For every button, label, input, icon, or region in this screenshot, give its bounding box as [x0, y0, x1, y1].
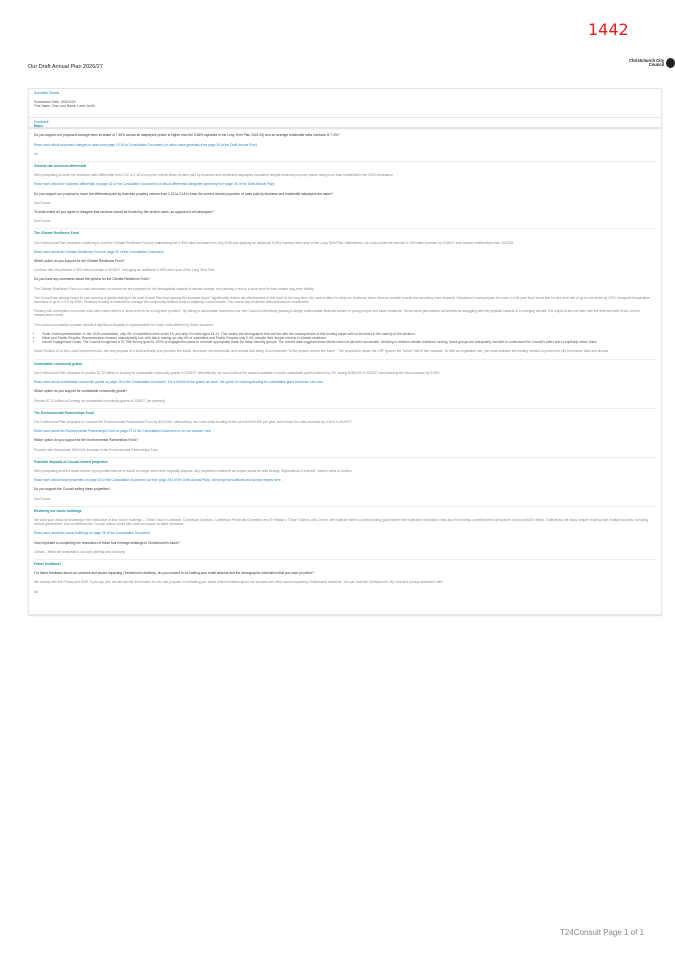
answer-text: Don't know [34, 200, 51, 205]
answer-text: Critical – these are essential to our ci… [34, 549, 125, 554]
answer-text: The current consultation process reveals… [34, 322, 214, 327]
answer-text: Don't know [34, 219, 51, 224]
answer-text: We're proposing to sell a small number o… [34, 468, 353, 473]
question-text: To what extent do you agree or disagree … [34, 210, 214, 215]
answer-text: Provide $7.12 million of funding for con… [34, 398, 166, 403]
bullet-item: Unmet Engagement Goals: The Council reco… [42, 340, 656, 344]
bullet-item: Youth Underrepresentation: In the 2025 c… [42, 332, 656, 336]
read-more-link[interactable]: Read more about proposed changes in rate… [34, 142, 257, 147]
submitter-details-panel: Submitter Details Submission Date: 2/06/… [28, 88, 662, 128]
logo-mark-icon [666, 58, 675, 68]
answer-text: Proceed with the planned $200,000 increa… [34, 447, 159, 452]
section-heading: Restoring our iconic buildings [34, 508, 82, 513]
section-heading: Potential disposal of Council-owned prop… [34, 459, 108, 464]
council-logo: Christchurch City Council [618, 58, 675, 68]
page-footer: T24Consult Page 1 of 1 [560, 928, 645, 937]
answer-text: We're proposing to lower the business ra… [34, 173, 394, 178]
answer-text: We comply with the Privacy Act 2020. If … [34, 580, 444, 585]
answer-text: Don't know [34, 496, 51, 501]
read-more-link[interactable]: Read more about contestable community gr… [34, 380, 324, 385]
answer-text: Our Draft Annual Plan proposes to provid… [34, 370, 441, 375]
submission-date: Submission Date: 2/06/2026 [34, 100, 76, 105]
question-text: Do you have any comments about the optio… [34, 277, 150, 282]
submitter-name: First Name: Tess Last Name: Lowe-Smith [34, 104, 95, 109]
question-text: Which option do you support for contesta… [34, 389, 128, 394]
page-title: Our Draft Annual Plan 2026/27 [28, 64, 103, 70]
read-more-link[interactable]: Read more about the Climate Resilience F… [34, 249, 164, 254]
question-text: Do you support our proposed average rate… [34, 133, 340, 138]
answer-text: Our Draft Annual Plan proposes continuin… [34, 240, 515, 245]
section-heading: Rates [34, 124, 43, 129]
answer-text: The Climate Resilience Fund is a vital m… [34, 286, 315, 291]
answer-text: Continue with the planned 0.25% rates in… [34, 268, 215, 273]
feedback-panel: Feedback Rates Do you support our propose… [28, 117, 662, 615]
section-heading: The Environmental Partnerships Fund [34, 410, 94, 415]
question-text: For future feedback about our services a… [34, 571, 314, 576]
question-text: How important is completing the restorat… [34, 540, 180, 545]
question-text: Do you support our proposal to lower the… [34, 191, 333, 196]
read-more-link[interactable]: Read more about these properties on page… [34, 478, 282, 483]
read-more-link[interactable]: Read more about the Environmental Partne… [34, 429, 212, 434]
read-more-link[interactable]: Read more about the business differentia… [34, 182, 275, 187]
bullet-list: Youth Underrepresentation: In the 2025 c… [34, 332, 656, 345]
question-text: Which option do you support for the Clim… [34, 259, 125, 264]
submitter-heading: Submitter Details [34, 91, 60, 95]
feedback-section: Future feedback? For future feedback abou… [34, 558, 656, 594]
feedback-sections: Rates Do you support our proposed average… [34, 124, 656, 594]
section-heading: Contestable community grants [34, 361, 83, 366]
answer-text: Under Section 10 of the Local Government… [34, 349, 610, 354]
section-heading: Future feedback? [34, 561, 62, 566]
feedback-heading: Feedback [34, 120, 49, 124]
answer-text: Pausing this contribution to provide sho… [34, 309, 640, 318]
document-number-stamp: 1442 [588, 20, 629, 39]
section-heading: General rate business differential [34, 164, 87, 169]
read-more-link[interactable]: Read more about the iconic buildings on … [34, 531, 151, 536]
question-text: Which option do you support for the Envi… [34, 438, 138, 443]
feedback-section: Rates Do you support our proposed average… [34, 124, 656, 156]
question-text: Do you support the Council selling these… [34, 487, 111, 492]
bullet-item: Māori and Pacific Peoples: Representatio… [42, 336, 656, 340]
logo-text: Christchurch City Council [628, 58, 665, 67]
feedback-section: Potential disposal of Council-owned prop… [34, 456, 656, 501]
answer-text: Our Draft Annual Plan proposes to increa… [34, 419, 353, 424]
section-heading: The Climate Resilience Fund [34, 231, 79, 236]
answer-text: We want your views on investing in the r… [34, 517, 648, 527]
answer-text: No [34, 151, 39, 156]
answer-text: No [34, 589, 39, 594]
answer-text: The Council has already heard its own wa… [34, 295, 651, 305]
feedback-section: Restoring our iconic buildings We want yo… [34, 505, 656, 554]
